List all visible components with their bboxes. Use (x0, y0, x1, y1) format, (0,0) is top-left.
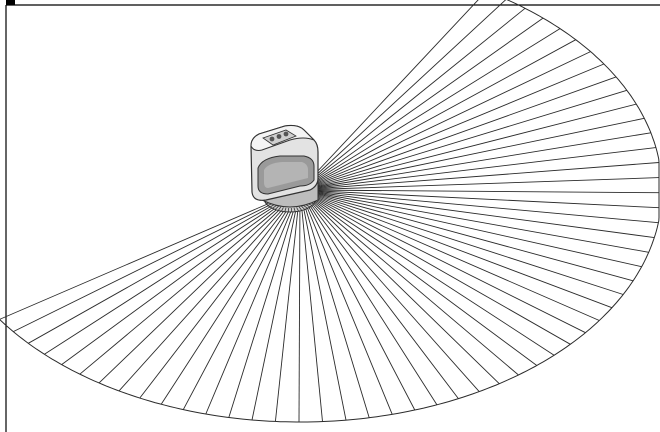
scan-beam-line (299, 0, 507, 191)
scan-beam-line (299, 189, 624, 295)
scan-beam-line (299, 103, 637, 191)
scanner-base-tick (303, 205, 308, 209)
frame-corner-mark (6, 0, 15, 5)
scanner-base-tick (301, 205, 306, 210)
scanner-base-tick (272, 205, 277, 209)
scan-beams (0, 0, 660, 423)
scanner-icon (250, 124, 319, 213)
scan-beam-line (98, 189, 301, 384)
scan-beam-line (61, 189, 301, 365)
scan-beam-line (299, 189, 660, 194)
scan-beam-line (299, 177, 660, 191)
scan-beam-line (299, 189, 555, 356)
scan-beam-line (28, 189, 301, 344)
scan-beam-line (299, 28, 561, 191)
scanner-base-tick (284, 207, 287, 212)
scan-beam-line (44, 189, 301, 355)
scanner-base-tick (277, 206, 282, 211)
scan-beam-line (299, 132, 651, 191)
scan-beam-line (274, 189, 301, 422)
scan-beam-line (13, 189, 301, 333)
scan-beam-line (299, 189, 655, 239)
scanner-base-tick (293, 207, 296, 212)
scan-beam-line (299, 147, 656, 191)
scan-beam-line (299, 189, 649, 253)
scanner-base-tick (298, 206, 303, 211)
scanner-led-icon (269, 136, 275, 142)
scan-beam-line (299, 189, 538, 366)
scan-beam-line (299, 51, 591, 191)
scan-beam-line (299, 189, 571, 345)
scanner-window-reflection (264, 162, 308, 188)
scanner-base-tick (281, 207, 284, 212)
scan-beam-line (299, 189, 659, 224)
scan-beam-line (205, 189, 301, 415)
scan-beam-line (299, 189, 480, 392)
scan-beam-line (299, 117, 645, 191)
scan-beam-line (299, 189, 438, 406)
scan-beam-line (299, 189, 600, 321)
scanner-base-tick (296, 207, 299, 212)
scan-beam-line (299, 189, 416, 411)
scanner-led-icon (283, 131, 289, 137)
scan-beam-line (299, 189, 642, 268)
scan-beam-line (0, 189, 301, 320)
scan-beam-line (299, 162, 660, 191)
scan-beam-line (299, 39, 577, 191)
scan-beam-line (299, 89, 628, 191)
scan-beam-line (299, 189, 586, 334)
scan-beam-line (299, 189, 347, 421)
scan-field-boundary (0, 0, 660, 423)
scan-beam-line (299, 189, 519, 376)
scan-beam-line (299, 189, 393, 415)
scan-beam-line (299, 189, 613, 309)
scan-beam-line (299, 17, 544, 191)
scanner-led-icon (276, 134, 282, 139)
scan-beam-line (182, 189, 301, 410)
scan-beam-line (299, 189, 370, 418)
scan-beam-line (160, 189, 301, 405)
scan-beam-line (299, 189, 634, 282)
scan-beam-line (299, 189, 500, 385)
scan-beam-line (251, 189, 301, 421)
scan-beam-line (79, 189, 301, 375)
scan-beam-line (299, 0, 479, 191)
scan-beam-line (228, 189, 301, 418)
scan-beam-line (299, 7, 526, 191)
scan-beam-line (299, 63, 605, 191)
scan-beam-line (139, 189, 301, 399)
scan-beam-line (299, 189, 323, 422)
scanner-base-tick (274, 205, 279, 210)
scan-beam-line (298, 189, 301, 423)
scan-beam-line (299, 76, 617, 191)
scan-beam-line (299, 189, 660, 209)
scan-beam-line (299, 189, 459, 399)
scan-beam-line (118, 189, 301, 392)
